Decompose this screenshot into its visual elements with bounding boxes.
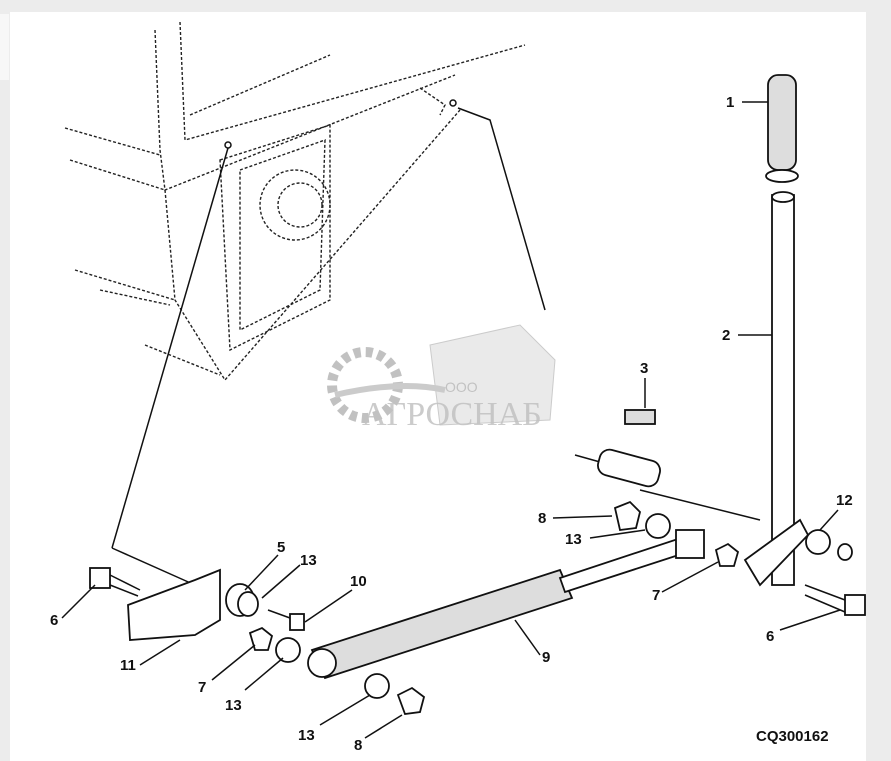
callout-6-right: 6 [766, 628, 774, 645]
callout-13-d: 13 [298, 727, 315, 744]
drawing-code: CQ300162 [756, 728, 829, 745]
watermark-name: АГРОСНАБ [362, 396, 542, 433]
watermark-prefix: ООО [445, 379, 478, 395]
callout-2: 2 [722, 327, 730, 344]
callout-12: 12 [836, 492, 853, 509]
callout-1: 1 [726, 94, 734, 111]
gas-spring [307, 529, 705, 680]
mount-leader-left [111, 147, 229, 549]
callout-6-left: 6 [50, 612, 58, 629]
lever-knob [765, 74, 799, 183]
callout-13-a: 13 [300, 552, 317, 569]
callout-13-c: 13 [225, 697, 242, 714]
left-edge-strip [0, 14, 9, 80]
callout-8-bottom: 8 [354, 737, 362, 754]
fasteners [89, 500, 866, 715]
callout-11: 11 [120, 657, 136, 674]
agrosnab-watermark-logo: ООО АГРОСНАБ [327, 324, 556, 433]
callout-13-b: 13 [565, 531, 582, 548]
callout-5: 5 [277, 539, 285, 556]
lever-rod [771, 191, 795, 586]
callout-7-right: 7 [652, 587, 660, 604]
callout-9: 9 [542, 649, 550, 666]
callout-7-left: 7 [198, 679, 206, 696]
machine-frame-outline [64, 21, 526, 382]
mount-leader-right [457, 107, 546, 311]
mounting-bracket [127, 568, 221, 641]
callout-leaders [61, 101, 841, 739]
key-part [624, 409, 656, 425]
callout-3: 3 [640, 360, 648, 377]
bushing [597, 448, 661, 488]
callout-10: 10 [350, 573, 367, 590]
callout-8-top: 8 [538, 510, 546, 527]
